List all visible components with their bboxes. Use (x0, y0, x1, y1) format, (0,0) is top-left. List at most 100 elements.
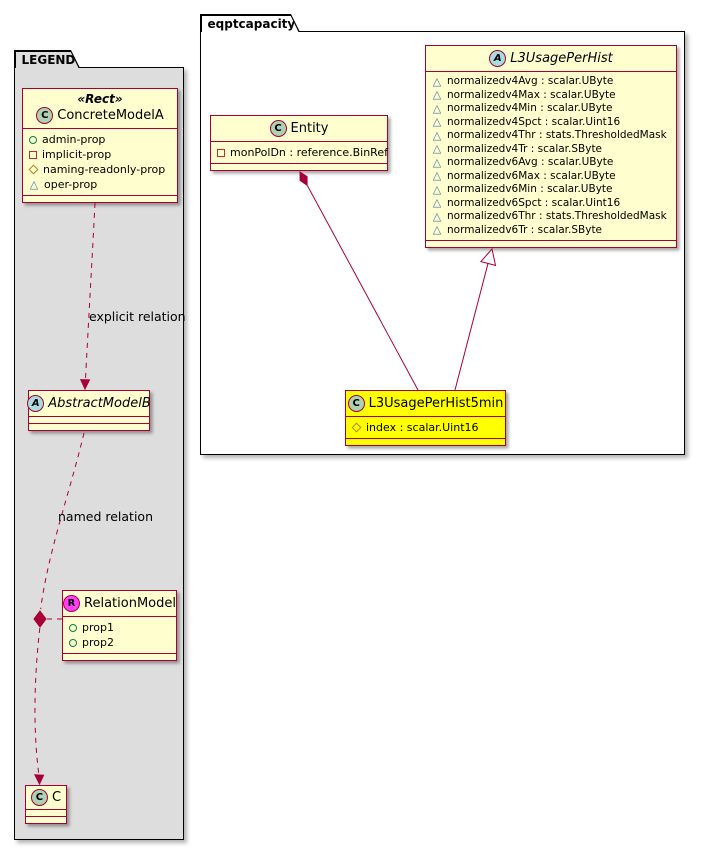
attributes-compartment: normalizedv4Avg : scalar.UBytenormalized… (426, 71, 676, 240)
package-legend-tab: LEGEND (14, 50, 80, 68)
stereotype-label: «Rect» (77, 92, 123, 106)
attribute-row: prop2 (69, 635, 172, 650)
class-header: C Entity (211, 116, 387, 141)
circle-visibility-icon (69, 638, 77, 647)
attribute-row: naming-readonly-prop (28, 162, 173, 177)
triangle-visibility-icon (432, 90, 442, 100)
class-box-concretemodela: «Rect» C ConcreteModelA admin-prop implic… (22, 88, 178, 203)
spot-letter: C (274, 123, 282, 134)
methods-compartment (426, 240, 676, 247)
package-name: LEGEND (21, 52, 76, 67)
attribute-row: monPolDn : reference.BinRef (217, 145, 388, 160)
attribute-row: oper-prop (29, 177, 173, 192)
triangle-visibility-icon (432, 144, 442, 154)
attribute-label: index : scalar.Uint16 (366, 421, 479, 434)
class-name: RelationModel (84, 596, 176, 611)
package-name: eqptcapacity (207, 16, 296, 31)
attribute-label: normalizedv6Min : scalar.UByte (447, 183, 613, 195)
triangle-visibility-icon (432, 131, 442, 141)
square-visibility-icon (217, 148, 225, 157)
methods-compartment (26, 816, 66, 823)
attribute-label: normalizedv4Max : scalar.UByte (447, 88, 616, 101)
class-header: A L3UsagePerHist (426, 46, 676, 71)
triangle-visibility-icon (432, 77, 442, 87)
attribute-label: normalizedv4Avg : scalar.UByte (447, 75, 614, 87)
attributes-compartment: admin-prop implicit-prop naming-readonly-p… (23, 128, 177, 195)
attributes-compartment (29, 416, 149, 423)
attribute-label: normalizedv6Avg : scalar.UByte (447, 156, 614, 168)
class-header: «Rect» C ConcreteModelA (23, 89, 177, 128)
methods-compartment (211, 163, 387, 170)
spot-letter: A (31, 398, 40, 409)
attributes-compartment: monPolDn : reference.BinRef (211, 141, 388, 163)
attribute-label: oper-prop (44, 178, 98, 191)
spot-letter: A (493, 53, 502, 64)
edge-label-explicit-relation: explicit relation (89, 309, 186, 324)
spot-letter: R (67, 598, 76, 609)
class-name: Entity (290, 121, 329, 136)
class-header: R RelationModel (63, 591, 176, 616)
triangle-visibility-icon (432, 212, 442, 222)
class-name-row: C C (29, 788, 63, 807)
class-box-relationmodel: R RelationModel prop1 prop2 (62, 590, 177, 661)
attribute-label: admin-prop (42, 133, 106, 146)
methods-compartment (63, 653, 176, 660)
class-spot-icon: C (269, 120, 287, 137)
class-spot-icon: C (347, 395, 365, 412)
attribute-row: normalizedv4Tr : scalar.SByte (432, 143, 672, 157)
attribute-label: implicit-prop (42, 148, 112, 161)
triangle-visibility-icon (432, 104, 442, 114)
attribute-label: normalizedv6Spct : scalar.Uint16 (447, 196, 621, 209)
triangle-visibility-icon (432, 185, 442, 195)
attribute-row: normalizedv6Tr : scalar.SByte (432, 224, 672, 238)
triangle-visibility-icon (432, 225, 442, 235)
attributes-compartment: index : scalar.Uint16 (346, 416, 505, 438)
attribute-row: normalizedv4Spct : scalar.Uint16 (432, 116, 672, 130)
diamond-visibility-icon (28, 164, 39, 175)
triangle-visibility-icon (432, 171, 442, 181)
methods-compartment (29, 423, 149, 430)
attribute-label: normalizedv6Tr : scalar.SByte (447, 223, 603, 236)
attribute-label: naming-readonly-prop (43, 163, 166, 176)
class-box-abstractmodelb: A AbstractModelB (27, 390, 151, 431)
attribute-label: monPolDn : reference.BinRef (230, 146, 388, 159)
class-name-row: C Entity (216, 119, 382, 138)
triangle-visibility-icon (29, 180, 39, 190)
attribute-row: normalizedv4Min : scalar.UByte (432, 102, 672, 116)
edge-label-named-relation: named relation (58, 509, 153, 524)
class-box-l3usageperhist: A L3UsagePerHist normalizedv4Avg : scala… (425, 45, 677, 248)
attribute-label: normalizedv4Tr : scalar.SByte (447, 142, 603, 155)
attribute-label: normalizedv4Thr : stats.ThresholdedMask (447, 129, 667, 141)
class-name: C (51, 790, 62, 805)
package-legend-tab-fill: LEGEND (16, 52, 79, 69)
spot-letter: C (41, 110, 49, 121)
triangle-visibility-icon (432, 198, 442, 208)
attribute-row: prop1 (69, 620, 172, 635)
class-header: C C (26, 786, 66, 809)
class-name: ConcreteModelA (57, 108, 164, 123)
methods-compartment (23, 195, 177, 202)
attribute-label: prop2 (82, 636, 114, 649)
class-name-row: A L3UsagePerHist (431, 49, 671, 68)
abstract-spot-icon: A (489, 50, 507, 67)
package-eqptcapacity-tab-fill: eqptcapacity (202, 16, 299, 33)
spot-letter: C (352, 398, 360, 409)
class-name: L3UsagePerHist (510, 51, 613, 66)
class-name: AbstractModelB (48, 396, 151, 411)
class-box-entity: C Entity monPolDn : reference.BinRef (210, 115, 388, 171)
attribute-label: normalizedv4Min : scalar.UByte (447, 102, 613, 114)
attribute-row: admin-prop (29, 132, 173, 147)
class-name-row: A AbstractModelB (27, 394, 151, 413)
class-name-row: R RelationModel (63, 594, 176, 613)
class-header: A AbstractModelB (27, 391, 151, 416)
attribute-row: normalizedv6Max : scalar.UByte (432, 170, 672, 184)
attribute-label: normalizedv6Thr : stats.ThresholdedMask (447, 210, 667, 222)
attribute-label: prop1 (82, 621, 114, 634)
attribute-label: normalizedv6Max : scalar.UByte (447, 169, 616, 182)
attributes-compartment: prop1 prop2 (63, 616, 176, 653)
class-spot-icon: C (36, 107, 54, 124)
attribute-row: normalizedv6Avg : scalar.UByte (432, 156, 672, 170)
class-name: L3UsagePerHist5min (368, 396, 504, 411)
class-box-c: C C (25, 785, 67, 824)
class-header: C L3UsagePerHist5min (346, 391, 505, 416)
